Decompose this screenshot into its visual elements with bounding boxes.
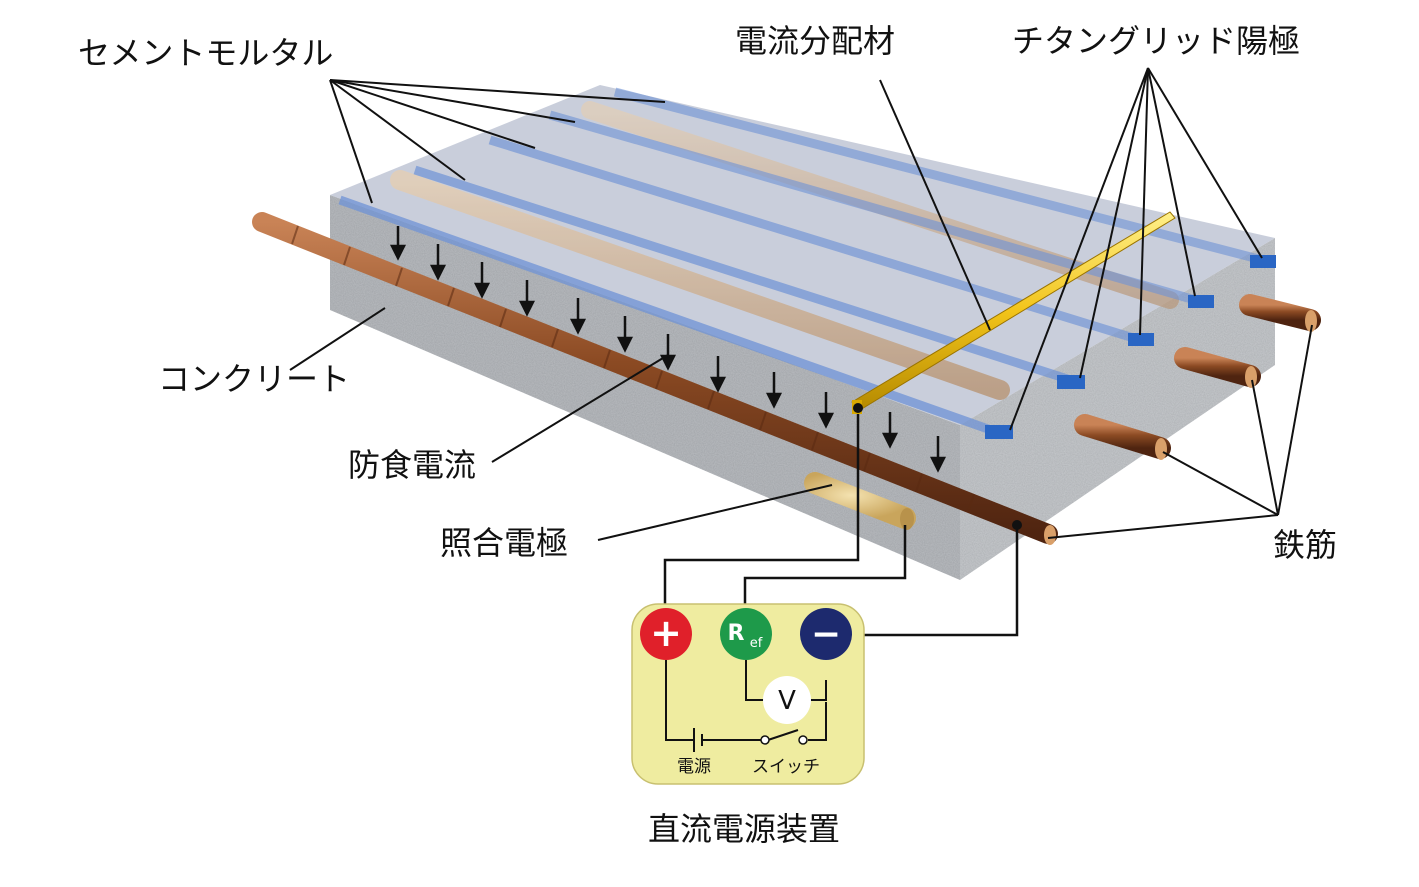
leader-rebar-2 bbox=[1162, 451, 1279, 516]
rebar-end-front bbox=[1074, 414, 1171, 459]
leader-mortar-2 bbox=[329, 79, 466, 181]
distributor-junction-dot bbox=[853, 403, 863, 413]
reference-electrode-body bbox=[804, 472, 916, 529]
plus-terminal bbox=[640, 608, 692, 660]
concrete-right-face bbox=[960, 238, 1275, 580]
current-arrow bbox=[429, 244, 447, 281]
current-arrow bbox=[765, 372, 783, 409]
rebar-end-middle bbox=[1174, 347, 1261, 387]
anode-end-1 bbox=[985, 425, 1013, 439]
leader-anode-1 bbox=[1009, 67, 1149, 431]
reference-electrode bbox=[804, 472, 916, 530]
leader-anode-2 bbox=[1079, 67, 1149, 379]
current-arrow bbox=[817, 392, 835, 429]
switch-contact-left bbox=[760, 735, 770, 745]
voltmeter-symbol: V bbox=[778, 686, 796, 716]
label-titanium-grid-anode: チタングリッド陽極 bbox=[1012, 22, 1300, 60]
label-current-distributor: 電流分配材 bbox=[735, 22, 895, 60]
reference-electrode-cap bbox=[900, 508, 914, 530]
minus-terminal bbox=[800, 608, 852, 660]
leader-mortar-1 bbox=[329, 79, 373, 204]
leader-anode-4 bbox=[1147, 67, 1196, 297]
anode-end-4 bbox=[1188, 295, 1214, 308]
anode-end-3 bbox=[1128, 333, 1154, 346]
anode-strip-5 bbox=[613, 87, 1272, 267]
rebar-ends bbox=[1074, 294, 1321, 459]
leader-distributor bbox=[879, 79, 991, 331]
wire-ref-to-electrode bbox=[743, 525, 907, 612]
rebar-cap-middle bbox=[1245, 366, 1257, 388]
rebar-cap-back bbox=[1305, 310, 1317, 332]
leader-reference bbox=[597, 484, 833, 541]
label-cement-mortar: セメントモルタル bbox=[78, 34, 333, 72]
main-rebar bbox=[252, 212, 1058, 545]
anode-end-5 bbox=[1250, 255, 1276, 268]
label-protective-current: 防食電流 bbox=[348, 446, 476, 484]
leader-mortar-3 bbox=[329, 79, 536, 149]
main-rebar-cap bbox=[1044, 525, 1056, 545]
diagram-labels: セメントモルタル 電流分配材 チタングリッド陽極 コンクリート 防食電流 照合電… bbox=[78, 22, 1337, 848]
current-arrow bbox=[518, 280, 536, 317]
wire-minus-to-rebar bbox=[850, 525, 1019, 637]
dc-power-supply-device: + R ef − V 電源 スイッチ bbox=[631, 603, 865, 785]
leader-rebar-1 bbox=[1047, 514, 1279, 539]
leader-current bbox=[491, 354, 669, 463]
rebar-end-caps bbox=[1155, 310, 1317, 460]
concrete-block bbox=[330, 85, 1275, 580]
current-arrow bbox=[473, 262, 491, 299]
mortar-top-surface bbox=[330, 85, 1275, 425]
current-arrow bbox=[929, 436, 947, 473]
current-arrow bbox=[709, 356, 727, 393]
leader-rebar-3 bbox=[1251, 379, 1279, 516]
faint-rebar-1 bbox=[390, 170, 1010, 400]
plus-terminal-symbol: + bbox=[650, 611, 682, 655]
voltmeter bbox=[763, 676, 811, 724]
label-rebar: 鉄筋 bbox=[1273, 526, 1337, 564]
label-reference-electrode: 照合電極 bbox=[440, 524, 568, 562]
switch-contact-right bbox=[798, 735, 808, 745]
leader-mortar-4 bbox=[329, 79, 576, 123]
leader-lines bbox=[289, 67, 1313, 541]
label-dc-power-supply: 直流電源装置 bbox=[648, 810, 840, 848]
rebar-end-back bbox=[1239, 294, 1321, 331]
current-arrow bbox=[616, 316, 634, 353]
current-arrow bbox=[389, 226, 407, 261]
main-rebar-ribs bbox=[291, 225, 975, 513]
main-rebar-body bbox=[252, 212, 1058, 544]
current-arrow bbox=[569, 298, 587, 335]
anode-end-2 bbox=[1057, 375, 1085, 389]
minus-terminal-symbol: − bbox=[811, 614, 841, 655]
anode-strip-3 bbox=[488, 135, 1142, 345]
power-source-label: 電源 bbox=[677, 757, 711, 777]
leader-anode-3 bbox=[1139, 67, 1149, 336]
anode-strip-ends bbox=[985, 255, 1276, 439]
label-concrete: コンクリート bbox=[158, 360, 350, 398]
leader-rebar-4 bbox=[1277, 324, 1313, 516]
current-arrow bbox=[881, 412, 899, 449]
wire-plus-to-distributor bbox=[663, 414, 860, 610]
reference-terminal-subscript: ef bbox=[750, 636, 763, 651]
device-internal-circuit bbox=[665, 660, 827, 752]
concrete-front-face bbox=[330, 195, 960, 580]
rebar-cap-front bbox=[1155, 438, 1167, 460]
leader-concrete bbox=[289, 307, 386, 371]
anode-strip-2 bbox=[413, 165, 1082, 388]
leader-anode-5 bbox=[1147, 67, 1263, 259]
wiring bbox=[663, 414, 1019, 637]
reference-terminal-label: R bbox=[728, 621, 745, 646]
anode-strip-1 bbox=[338, 195, 1007, 440]
rebar-junction-dot bbox=[1012, 520, 1022, 530]
switch-label: スイッチ bbox=[752, 757, 820, 777]
reference-terminal bbox=[720, 608, 772, 660]
leader-mortar-5 bbox=[329, 79, 666, 103]
